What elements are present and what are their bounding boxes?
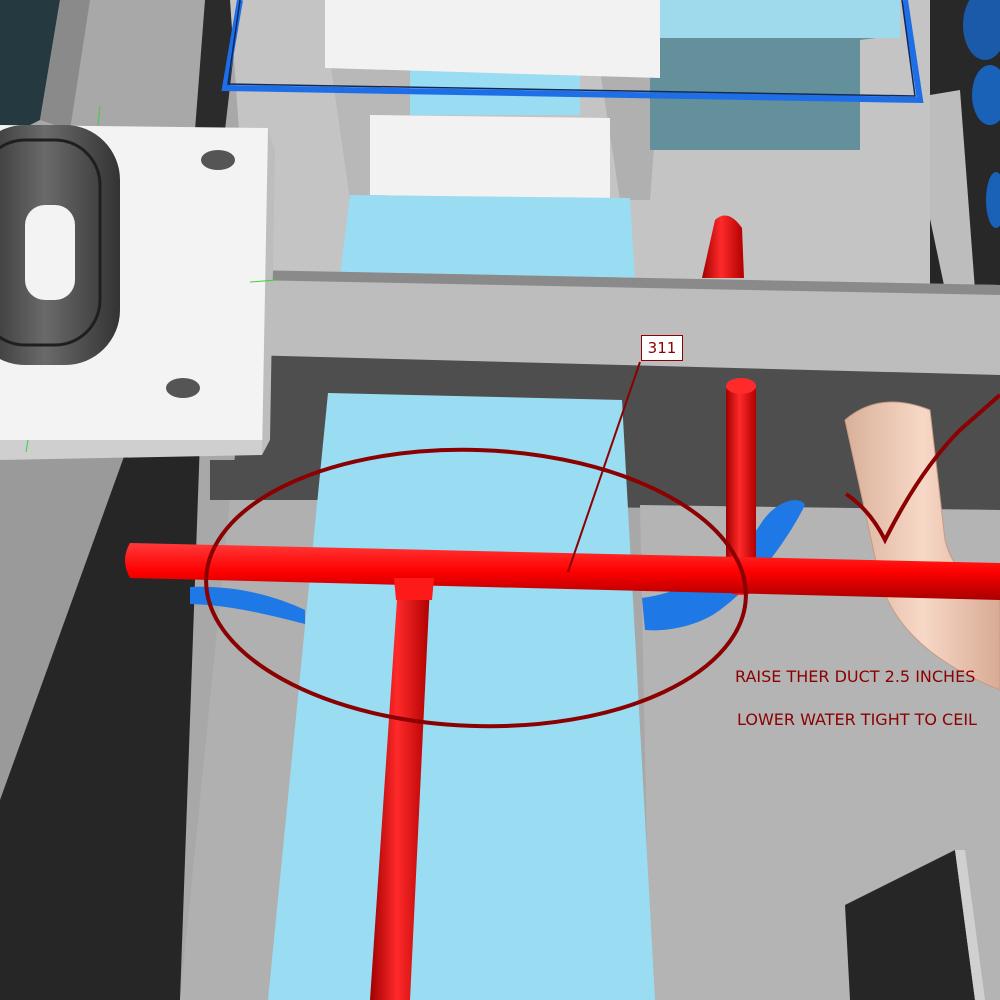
- main-duct[interactable]: [268, 393, 655, 1000]
- sprinkler-branch-down[interactable]: [370, 585, 430, 1000]
- axis-tick: [97, 105, 101, 126]
- oval-sleeve-icon[interactable]: [0, 125, 120, 365]
- selection-outline[interactable]: [221, 0, 924, 104]
- leader-line[interactable]: [567, 361, 641, 573]
- markup-note-line-2[interactable]: LOWER WATER TIGHT TO CEIL: [737, 710, 977, 729]
- riser-cap: [726, 378, 756, 394]
- markup-note-line-1[interactable]: RAISE THER DUCT 2.5 INCHES: [735, 667, 976, 686]
- sprinkler-drop-upper[interactable]: [702, 215, 744, 279]
- sprinkler-riser-right[interactable]: [726, 380, 756, 595]
- left-wall: [0, 0, 60, 140]
- left-floor: [0, 440, 200, 1000]
- beam-top-edge: [250, 270, 1000, 295]
- mid-duct-cap: [370, 115, 610, 200]
- sprinkler-tee: [394, 578, 434, 600]
- cloud-ellipse[interactable]: [201, 441, 750, 736]
- markup-tag[interactable]: 311: [641, 335, 683, 361]
- water-pipe-left[interactable]: [190, 586, 305, 624]
- beam-face: [245, 270, 1000, 375]
- upper-column-right: [600, 70, 660, 200]
- bolt-hole-icon: [201, 150, 235, 170]
- sprinkler-main[interactable]: [125, 543, 1000, 600]
- upper-duct-top: [650, 0, 900, 38]
- lower-right-block-edge: [955, 850, 985, 1000]
- left-bay-shadow: [210, 460, 255, 500]
- right-column-top: [963, 0, 1000, 60]
- bolt-hole-icon: [166, 378, 200, 398]
- axis-tick: [25, 439, 29, 453]
- right-column-mid: [972, 65, 1000, 125]
- markup-tag-label: 311: [647, 339, 677, 357]
- mounting-plate-edge: [0, 440, 268, 460]
- mounting-plate-side: [262, 128, 275, 455]
- left-slab: [0, 440, 130, 800]
- axis-tick: [249, 279, 277, 283]
- right-column-low: [986, 172, 1000, 228]
- selection-outline-inner: [227, 0, 916, 97]
- upper-channel: [195, 0, 240, 130]
- upper-duct-cap: [325, 0, 660, 78]
- lower-right-block: [845, 850, 975, 1000]
- mid-duct-body: [340, 195, 635, 280]
- checkmark[interactable]: [844, 393, 1000, 545]
- left-wall-edge: [40, 0, 90, 130]
